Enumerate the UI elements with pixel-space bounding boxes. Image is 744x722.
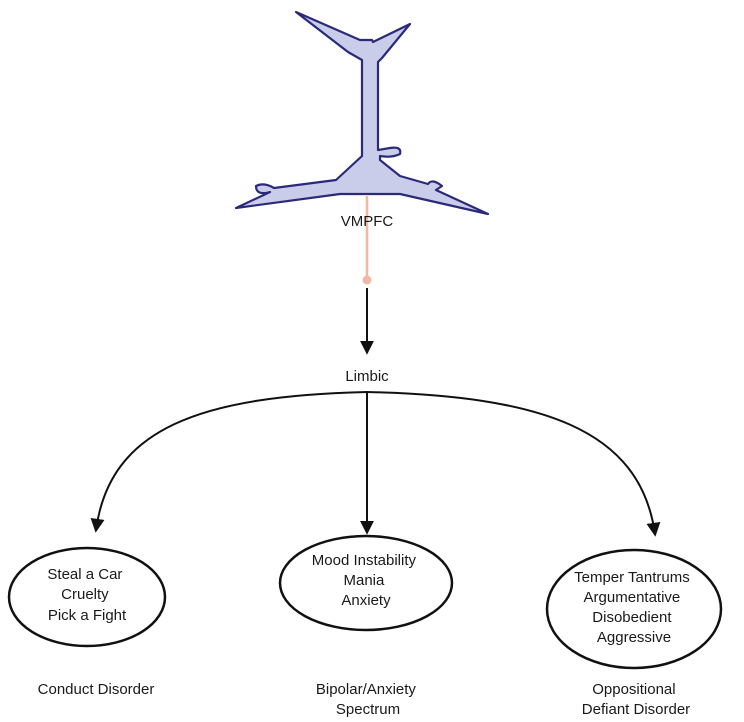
limbic-to-conduct-arrow <box>90 391 368 533</box>
conduct-disorder-caption: Conduct Disorder <box>38 681 155 698</box>
odd-symptoms-text: Temper Tantrums Argumentative Disobedien… <box>574 569 694 646</box>
limbic-to-odd-arrow <box>366 391 661 537</box>
odd-caption: Oppositional Defiant Disorder <box>582 681 690 718</box>
bipolar-symptoms-ellipse <box>278 534 454 632</box>
axon-terminal-dot <box>362 275 372 285</box>
pyramidal-neuron-icon <box>234 10 490 216</box>
bipolar-symptoms-text: Mood Instability Mania Anxiety <box>312 552 420 609</box>
bipolar-anxiety-caption: Bipolar/Anxiety Spectrum <box>316 681 420 718</box>
odd-symptoms-ellipse <box>545 548 723 670</box>
conduct-symptoms-ellipse <box>7 546 167 648</box>
neuron-body <box>234 10 490 216</box>
vmpfc-label: VMPFC <box>341 213 394 230</box>
conduct-symptoms-text: Steal a Car Cruelty Pick a Fight <box>47 566 127 624</box>
limbic-label: Limbic <box>345 368 389 385</box>
